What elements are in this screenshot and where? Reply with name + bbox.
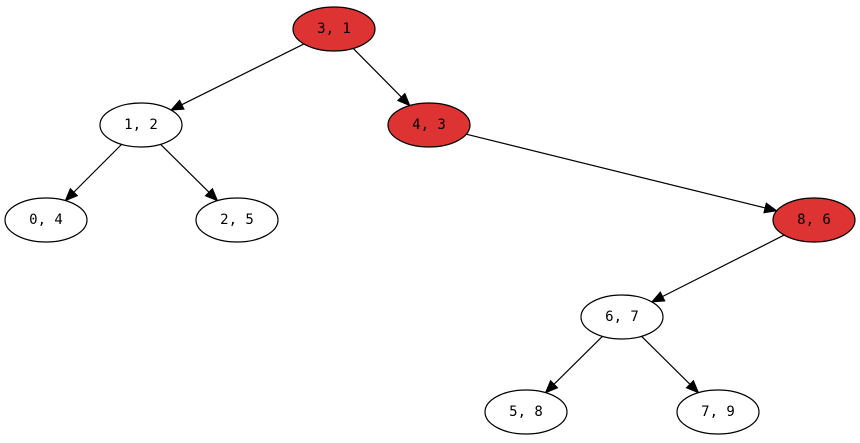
node-ellipse-highlighted	[387, 102, 471, 148]
edge-n12-n25	[160, 143, 219, 202]
tree-node-n67: 6, 7	[580, 294, 664, 340]
tree-node-n86: 8, 6	[772, 197, 856, 243]
node-ellipse	[99, 102, 183, 148]
node-label: 7, 9	[701, 404, 735, 420]
node-label: 3, 1	[317, 21, 351, 37]
node-ellipse	[4, 197, 88, 243]
arrowhead	[396, 92, 411, 107]
arrowhead	[204, 187, 219, 202]
arrowhead	[544, 379, 559, 394]
tree-node-n25: 2, 5	[195, 197, 279, 243]
tree-node-n79: 7, 9	[676, 389, 760, 435]
node-label: 4, 3	[412, 117, 446, 133]
node-ellipse	[580, 294, 664, 340]
tree-node-n31: 3, 1	[292, 6, 376, 52]
tree-node-n12: 1, 2	[99, 102, 183, 148]
edge-line	[352, 48, 402, 98]
node-ellipse-highlighted	[772, 197, 856, 243]
node-label: 0, 4	[29, 212, 63, 228]
edge-n67-n58	[544, 335, 603, 394]
edge-line	[466, 133, 766, 209]
edge-line	[662, 234, 785, 298]
edge-n43-n86	[466, 133, 779, 214]
edge-n86-n67	[650, 234, 785, 303]
node-label: 2, 5	[220, 212, 254, 228]
edge-n67-n79	[641, 335, 700, 394]
tree-node-n43: 4, 3	[387, 102, 471, 148]
node-label: 8, 6	[797, 212, 831, 228]
node-label: 5, 8	[509, 404, 543, 420]
node-ellipse-highlighted	[292, 6, 376, 52]
node-ellipse	[676, 389, 760, 435]
tree-node-n58: 5, 8	[484, 389, 568, 435]
node-label: 6, 7	[605, 309, 639, 325]
edge-n31-n43	[352, 48, 411, 107]
edge-line	[553, 335, 603, 385]
arrowhead	[650, 291, 666, 303]
edge-line	[73, 143, 123, 193]
node-ellipse	[195, 197, 279, 243]
tree-node-n04: 0, 4	[4, 197, 88, 243]
edge-line	[641, 335, 691, 385]
edges-layer	[64, 43, 785, 394]
edge-line	[181, 43, 305, 106]
arrowhead	[64, 187, 79, 202]
arrowhead	[763, 202, 779, 214]
edge-n31-n12	[169, 43, 305, 111]
node-ellipse	[484, 389, 568, 435]
arrowhead	[685, 379, 700, 394]
nodes-layer: 3, 1 1, 2 4, 3 0, 4 2, 5 8, 6 6, 7 5, 8 7, 9	[4, 6, 856, 435]
arrowhead	[169, 99, 185, 111]
edge-n12-n04	[64, 143, 123, 202]
edge-line	[160, 143, 210, 193]
node-label: 1, 2	[124, 117, 158, 133]
